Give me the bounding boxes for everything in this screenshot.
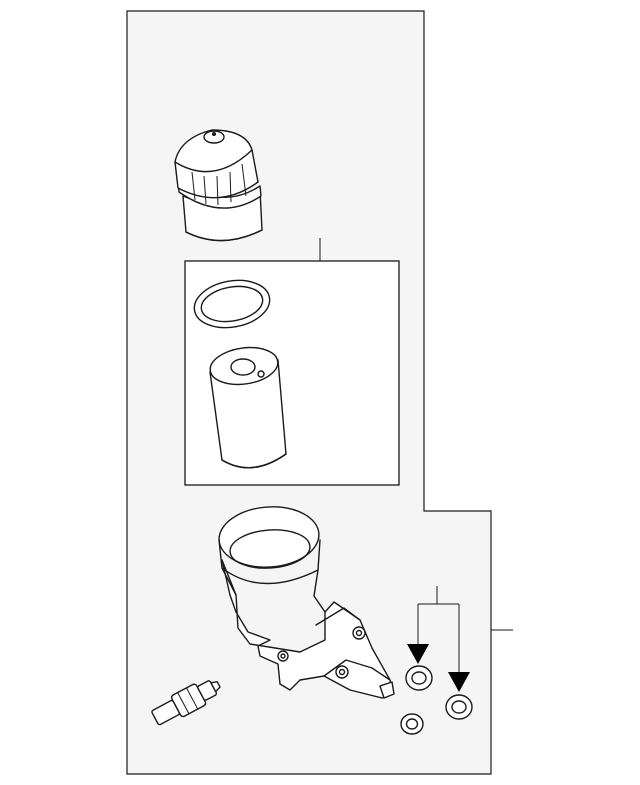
seal-callout-leaders — [417, 586, 460, 672]
oil-filter-housing[interactable] — [217, 504, 395, 699]
seal-ring[interactable] — [405, 665, 433, 691]
filter-element[interactable] — [208, 343, 287, 469]
seal-ring[interactable] — [400, 713, 424, 735]
seal-ring[interactable] — [445, 694, 473, 720]
o-ring[interactable] — [191, 275, 274, 333]
oil-filter-cap[interactable] — [174, 129, 263, 242]
arrow-icon — [448, 672, 470, 692]
arrow-icon — [407, 644, 429, 664]
oil-pressure-sensor[interactable] — [149, 674, 224, 729]
